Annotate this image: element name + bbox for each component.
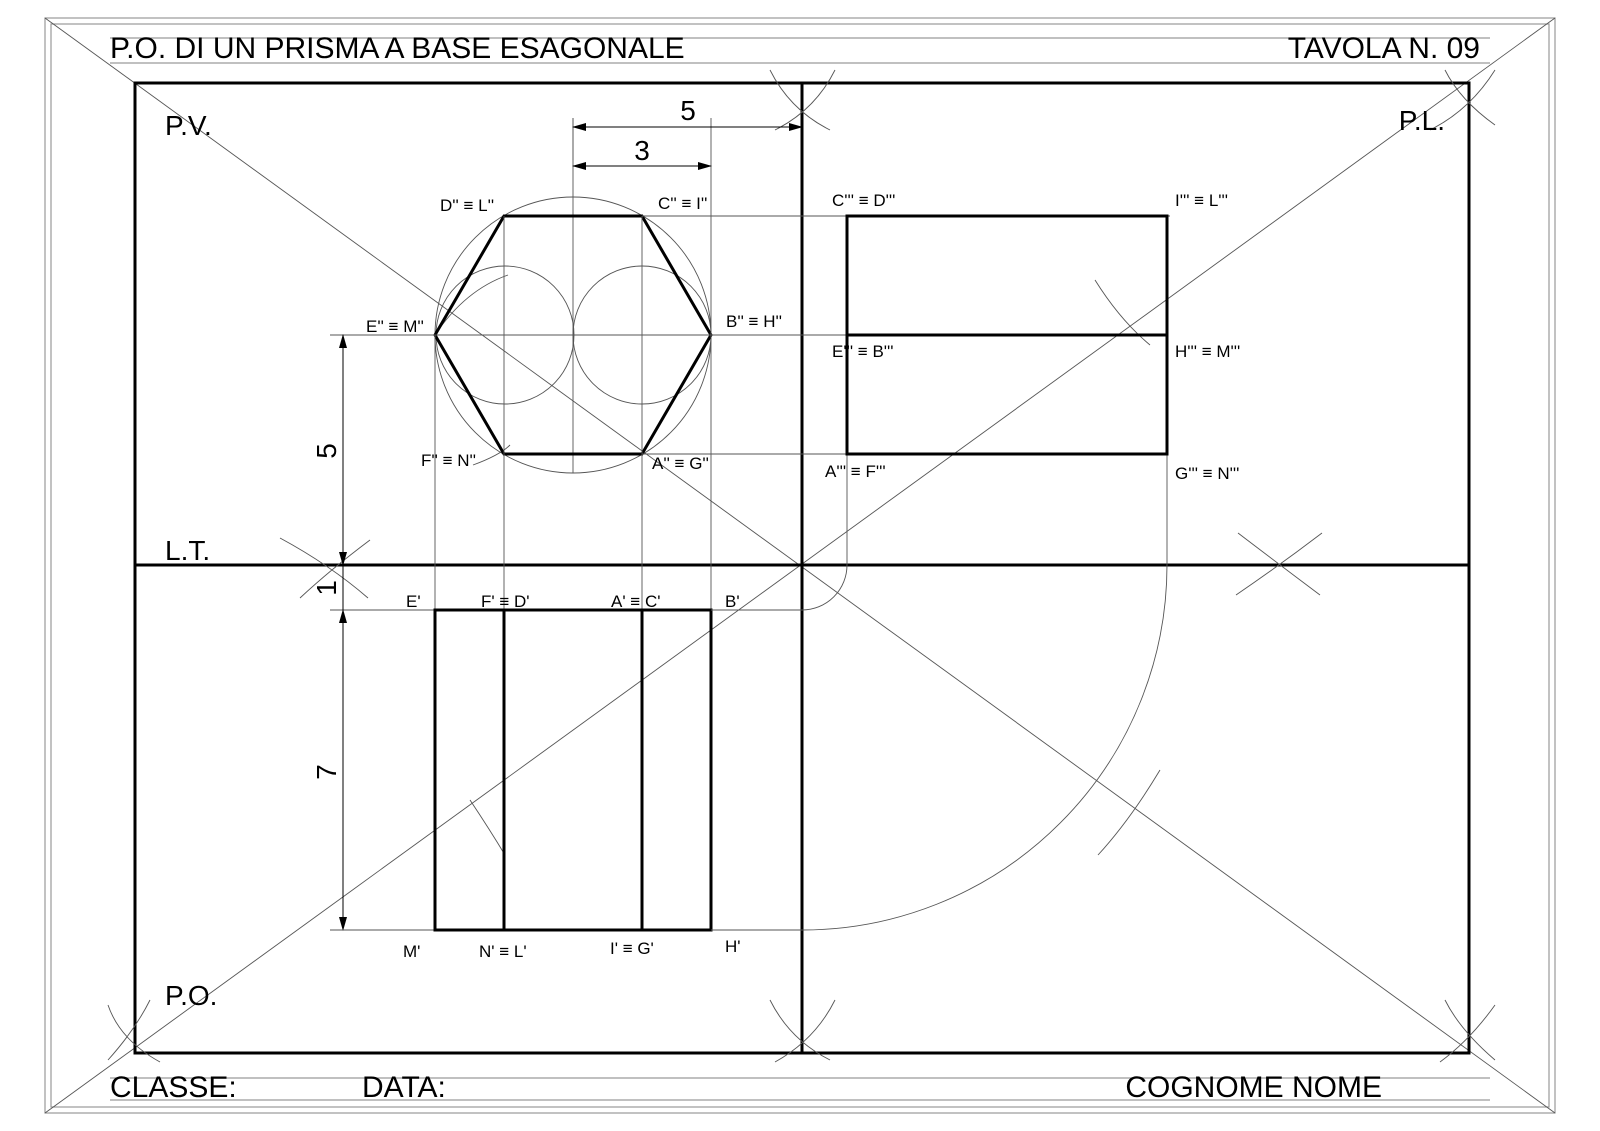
corner-arc-br bbox=[1444, 999, 1496, 1061]
label-F-D-top: F' ≡ D' bbox=[481, 592, 530, 611]
label-H-top: H' bbox=[725, 937, 741, 956]
arc-construction-2 bbox=[472, 444, 511, 466]
label-B-H: B'' ≡ H'' bbox=[726, 312, 782, 331]
lt-arc-left-2 bbox=[299, 539, 371, 599]
lt-arc-left bbox=[279, 537, 369, 599]
quarter-arc-mark bbox=[1097, 769, 1161, 856]
corner-arc-bl-2 bbox=[107, 1004, 161, 1063]
label-A-G: A'' ≡ G'' bbox=[652, 454, 709, 473]
drawing-title: P.O. DI UN PRISMA A BASE ESAGONALE bbox=[110, 32, 685, 65]
label-I-G-top: I' ≡ G' bbox=[610, 939, 654, 958]
plane-label-pl: P.L. bbox=[1399, 105, 1445, 136]
label-E-M: E'' ≡ M'' bbox=[366, 317, 424, 336]
label-G-N-side: G''' ≡ N''' bbox=[1175, 464, 1239, 483]
corner-arc-bl bbox=[107, 999, 151, 1061]
top-mid-arc bbox=[769, 69, 831, 131]
corner-arc-tr-2 bbox=[1429, 69, 1496, 131]
bottom-mid-arc-2 bbox=[774, 999, 836, 1063]
label-I-L-side: I''' ≡ L''' bbox=[1175, 191, 1228, 210]
transfer-arc-large bbox=[801, 564, 1168, 931]
dim-value-left-height: 5 bbox=[311, 443, 342, 459]
label-E-B-side: E''' ≡ B''' bbox=[832, 342, 894, 361]
label-C-I: C'' ≡ I'' bbox=[658, 194, 707, 213]
bottom-mid-arc bbox=[769, 999, 831, 1061]
label-M-top: M' bbox=[403, 942, 420, 961]
label-A-C-top: A' ≡ C' bbox=[611, 592, 660, 611]
ground-line-label: L.T. bbox=[165, 535, 210, 566]
top-mid-arc-2 bbox=[774, 69, 836, 131]
transfer-arc-small bbox=[801, 564, 848, 611]
dim-value-gap: 1 bbox=[311, 580, 342, 596]
label-A-F-side: A''' ≡ F''' bbox=[825, 462, 886, 481]
corner-arc-br-2 bbox=[1439, 1004, 1496, 1063]
label-F-N: F'' ≡ N'' bbox=[421, 451, 476, 470]
lt-arc-right-2 bbox=[1235, 532, 1323, 596]
outer-border bbox=[44, 17, 1556, 1114]
label-E-top: E' bbox=[406, 592, 421, 611]
dim-value-top-inner: 3 bbox=[634, 135, 650, 166]
footer-class-label: CLASSE: bbox=[110, 1071, 237, 1104]
label-D-L: D'' ≡ L'' bbox=[440, 196, 494, 215]
plane-label-pv: P.V. bbox=[165, 110, 212, 141]
outer-border-inner bbox=[50, 23, 1550, 1108]
plane-label-po: P.O. bbox=[165, 980, 217, 1011]
dim-value-top-width: 5 bbox=[680, 95, 696, 126]
prism-top-view bbox=[433, 608, 713, 932]
footer-name-label: COGNOME NOME bbox=[1125, 1071, 1382, 1104]
corner-arc-tr bbox=[1444, 69, 1496, 126]
footer-date-label: DATA: bbox=[362, 1071, 446, 1104]
sheet-number: TAVOLA N. 09 bbox=[1288, 32, 1480, 65]
top-view-arc bbox=[469, 799, 506, 856]
side-arc bbox=[1094, 279, 1151, 346]
label-N-L-top: N' ≡ L' bbox=[479, 942, 527, 961]
label-C-D-side: C''' ≡ D''' bbox=[832, 191, 895, 210]
arc-construction-1 bbox=[434, 274, 509, 336]
label-B-top: B' bbox=[725, 592, 740, 611]
dim-value-depth: 7 bbox=[311, 764, 342, 780]
label-H-M-side: H''' ≡ M''' bbox=[1175, 342, 1240, 361]
